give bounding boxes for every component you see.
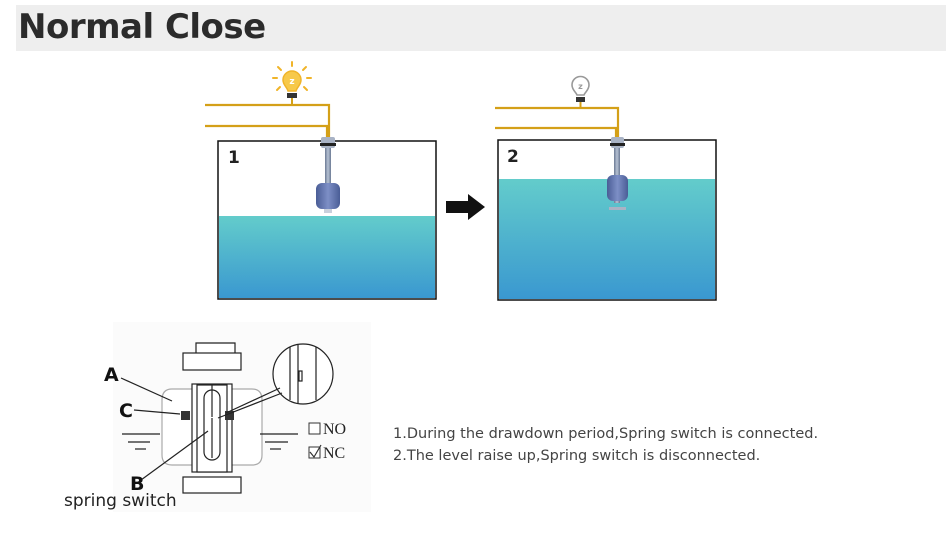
tank-1: z 1 (205, 61, 437, 300)
option-no-label: NO (323, 421, 346, 438)
arrow-right-icon (446, 194, 485, 220)
tank-1-label: 1 (228, 148, 240, 168)
description-line-2: 2.The level raise up,Spring switch is di… (393, 448, 761, 464)
description: 1.During the drawdown period,Spring swit… (393, 423, 818, 467)
checkbox-checked-icon (308, 446, 321, 459)
svg-text:z: z (289, 77, 294, 87)
lightbulb-off-icon: z (571, 75, 590, 108)
label-a: A (104, 364, 119, 386)
option-nc: NC (308, 444, 345, 462)
tank-2-label: 2 (507, 147, 519, 167)
svg-text:z: z (578, 82, 583, 91)
title-bar: Normal Close (16, 5, 946, 51)
wire-pair (205, 103, 331, 137)
float-switch (316, 137, 340, 213)
water-low (219, 216, 435, 298)
float-switch (607, 137, 628, 210)
water-high (499, 179, 715, 299)
label-b: B (130, 473, 144, 495)
page-title: Normal Close (18, 7, 266, 47)
diagram-caption: spring switch (64, 491, 177, 511)
option-no: NO (308, 421, 346, 438)
lightbulb-on-icon: z (272, 61, 312, 105)
label-c: C (119, 400, 133, 422)
option-nc-label: NC (323, 445, 345, 462)
tank-2: z 2 (495, 75, 717, 301)
spring-switch-diagram (113, 322, 371, 512)
wire-pair (495, 106, 620, 137)
description-line-1: 1.During the drawdown period,Spring swit… (393, 426, 819, 442)
